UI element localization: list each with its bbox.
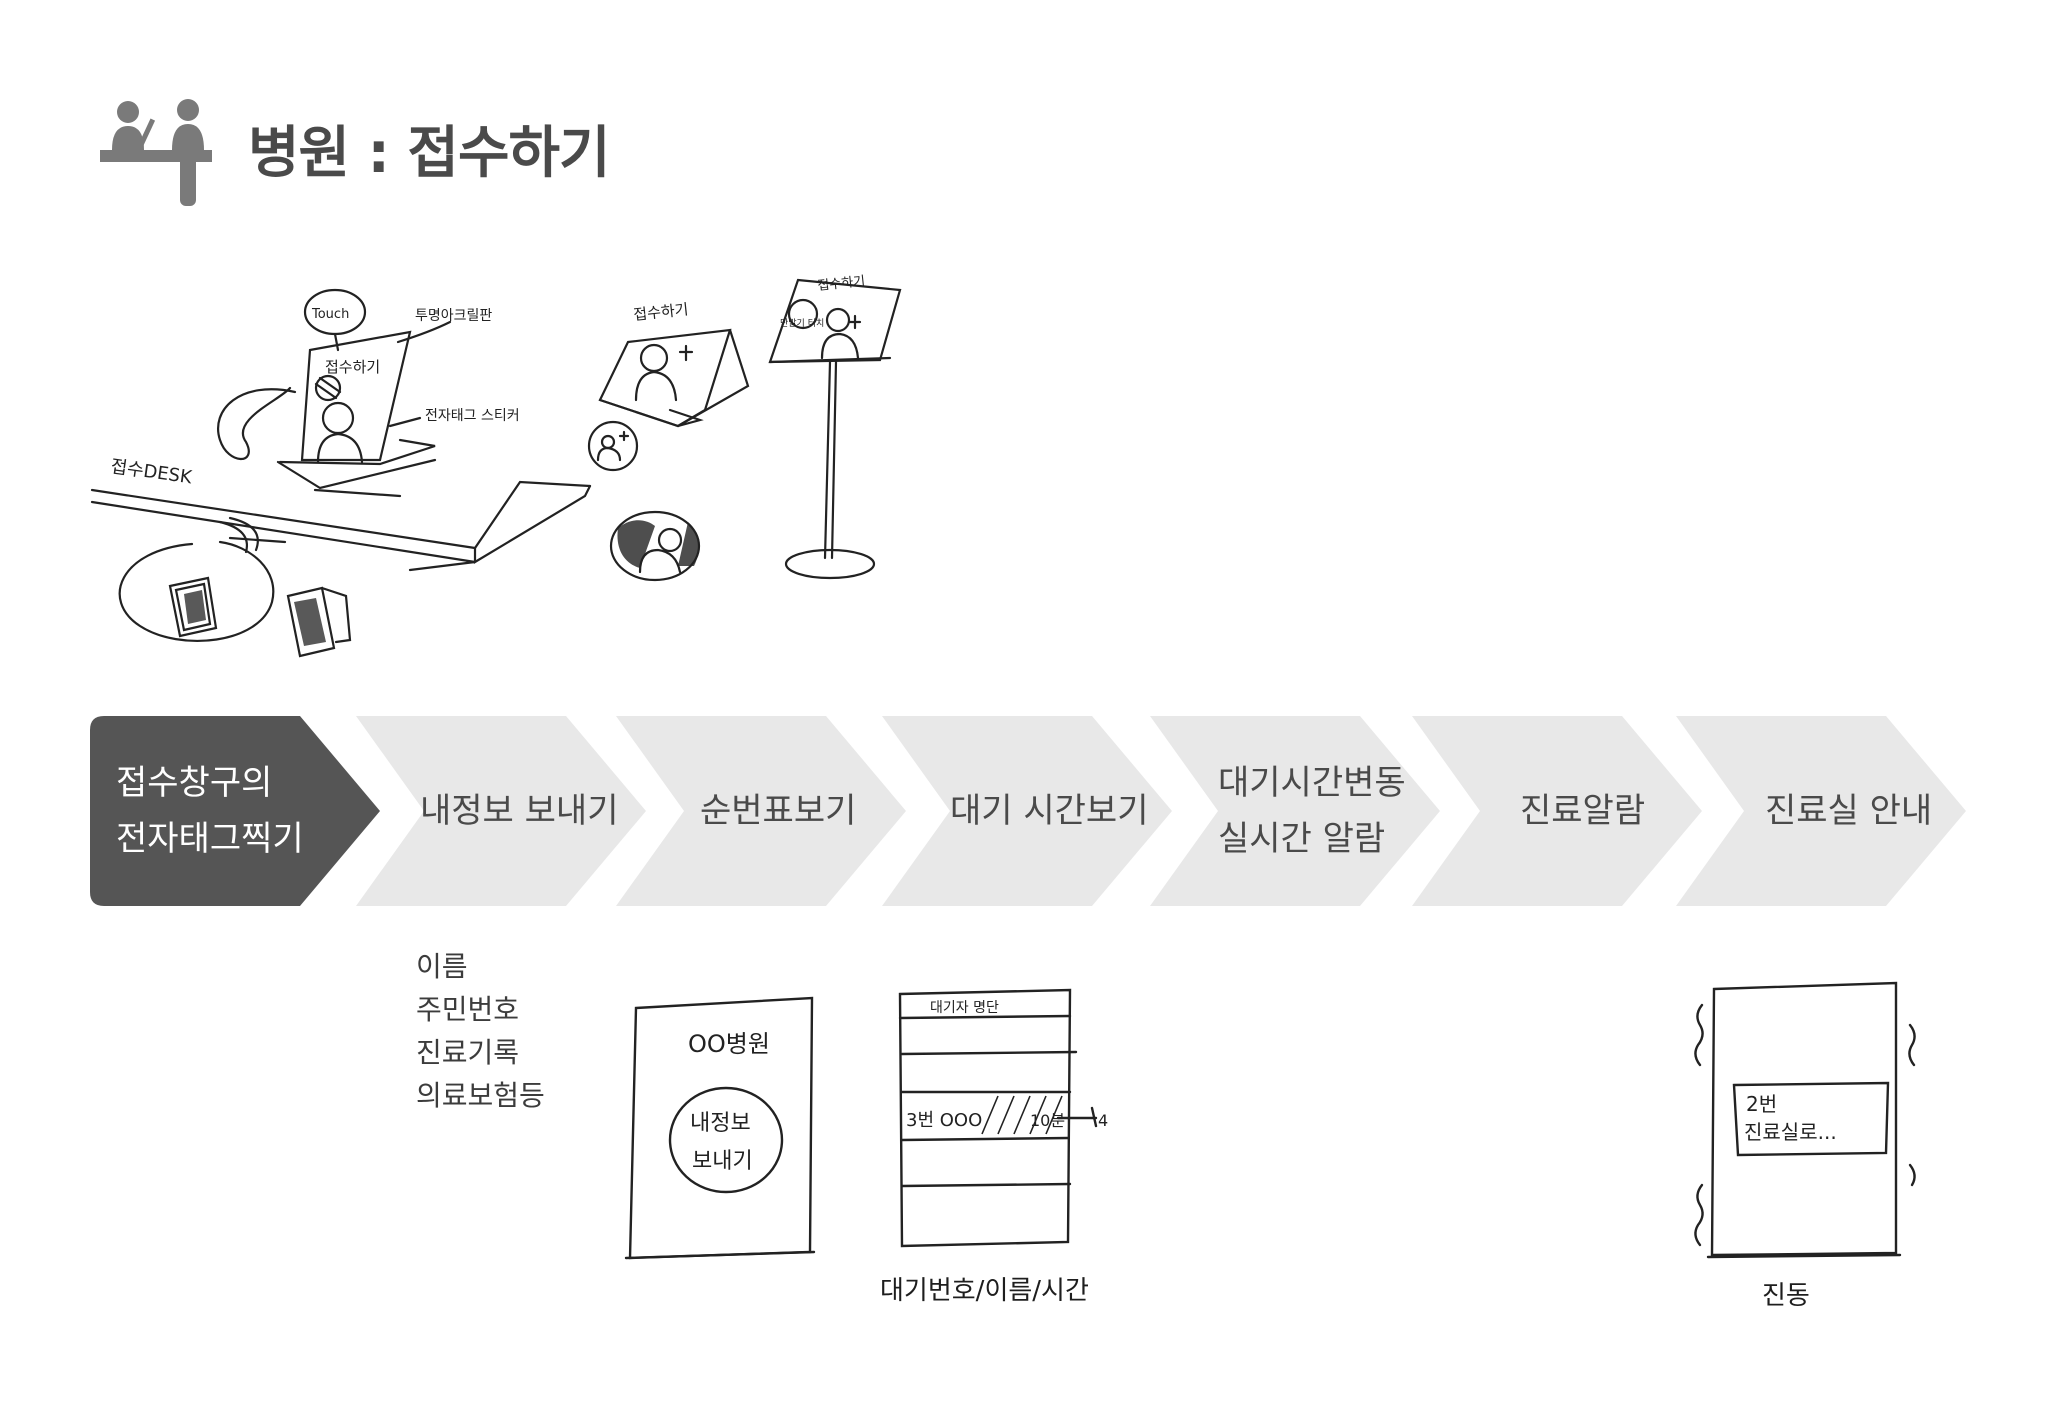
send-info-phone-sketch: OO병원 내정보 보내기	[624, 996, 816, 1260]
step-label-line: 대기시간변동	[1218, 763, 1406, 803]
alarm-message-line1: 2번	[1746, 1092, 1777, 1116]
step-chevron	[882, 716, 1172, 906]
step-chevron	[1150, 716, 1440, 906]
info-item: 진료기록	[416, 1036, 520, 1069]
hospital-name: OO병원	[688, 1030, 770, 1058]
step-chevron	[1412, 716, 1702, 906]
step-label: 진료실 안내	[1765, 716, 1932, 906]
info-item: 의료보험등	[416, 1079, 545, 1112]
tent-label: 접수하기	[633, 300, 690, 324]
sticker-note: 전자태그 스티커	[425, 408, 520, 424]
alarm-phone-sketch: 2번 진료실로...	[1694, 981, 1916, 1259]
step-chevron	[616, 716, 906, 906]
step-chevron	[90, 716, 380, 906]
reception-desk-icon	[100, 99, 212, 206]
step-label-line: 전자태그찍기	[116, 819, 304, 859]
step-label-line: 내정보 보내기	[420, 791, 619, 831]
panel-reception-label: 접수하기	[325, 358, 380, 376]
step-label-line: 실시간 알람	[1218, 819, 1386, 859]
step-label-line: 진료알람	[1520, 791, 1646, 831]
waiting-list-caption: 대기번호/이름/시간	[880, 1276, 1089, 1306]
step-label-line: 진료실 안내	[1765, 791, 1933, 831]
info-item: 이름	[416, 950, 468, 983]
send-button-line2: 보내기	[692, 1149, 753, 1174]
step-chevron	[1676, 716, 1966, 906]
waiting-row: 3번 OOO	[906, 1110, 982, 1131]
waiting-list-phone-sketch: 대기자 명단 3번 OOO 10분 4	[898, 988, 1108, 1248]
info-list: 이름 주민번호 진료기록 의료보험등	[416, 945, 545, 1117]
send-button-line1: 내정보	[690, 1111, 751, 1136]
page-title: 병원 : 접수하기	[248, 121, 611, 186]
info-item: 주민번호	[416, 993, 520, 1026]
stand-label: 접수하기	[817, 274, 866, 294]
step-label: 진료알람	[1520, 716, 1645, 906]
step-label-line: 접수창구의	[116, 763, 273, 803]
touch-label: Touch	[311, 307, 349, 322]
step-label: 내정보 보내기	[420, 716, 619, 906]
waiting-marker: 4	[1098, 1111, 1108, 1130]
reception-sketch: Touch 투명아크릴판 접수하기 전자태그 스티커 접수DESK 접수하기 접…	[90, 274, 902, 658]
step-label: 대기 시간보기	[950, 716, 1149, 906]
step-label-line: 순번표보기	[700, 791, 857, 831]
waiting-list-header: 대기자 명단	[930, 1000, 999, 1016]
step-label: 순번표보기	[700, 716, 856, 906]
step-chevron	[356, 716, 646, 906]
alarm-caption: 진동	[1762, 1281, 1810, 1311]
alarm-message-line2: 진료실로...	[1744, 1120, 1837, 1144]
stand-inner-label: 단말기 터치	[780, 317, 824, 329]
panel-note: 투명아크릴판	[415, 308, 492, 324]
step-label-line: 대기 시간보기	[950, 791, 1149, 831]
waiting-time: 10분	[1030, 1111, 1065, 1130]
